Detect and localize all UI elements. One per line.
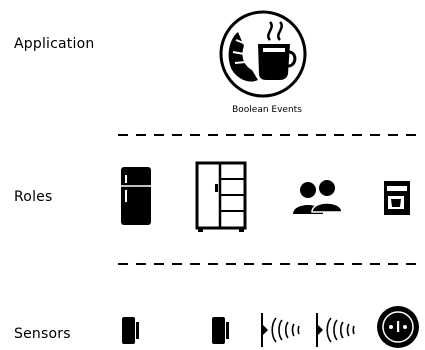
application-label: Application — [14, 36, 95, 52]
cupboard-icon — [195, 161, 247, 232]
door-sensor-icon — [122, 317, 139, 344]
roles-label: Roles — [14, 189, 53, 205]
sensors-label: Sensors — [14, 326, 71, 342]
button-sensor-icon — [377, 306, 419, 348]
vibration-sensor-icon — [261, 313, 300, 347]
coffee-machine-icon — [384, 181, 410, 215]
fridge-icon — [121, 167, 151, 225]
application-caption: Boolean Events — [232, 105, 302, 115]
people-icon — [293, 180, 343, 214]
door-sensor-icon — [212, 317, 229, 344]
vibration-sensor-icon — [316, 313, 355, 347]
croissant-coffee-icon — [219, 10, 307, 98]
